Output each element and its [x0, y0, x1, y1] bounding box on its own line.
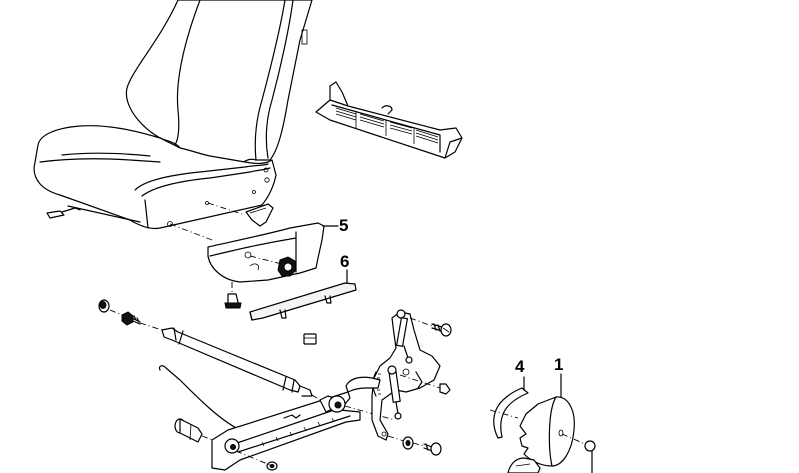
screw [561, 433, 596, 473]
wire-rod [158, 365, 253, 432]
torsion-rod [161, 327, 313, 397]
callout-6: 6 [340, 252, 350, 271]
seat-assembly [33, 0, 313, 241]
bolt [409, 317, 452, 337]
ventilation-grille [315, 81, 463, 159]
cover-ring [489, 387, 529, 439]
small-clip [303, 333, 317, 345]
sleeve-bushing [174, 418, 219, 443]
hex-bolt [121, 311, 141, 326]
cap-nut [98, 299, 110, 313]
washer [387, 435, 414, 450]
lower-cover [507, 457, 541, 473]
recliner-cover [519, 396, 575, 467]
side-trim-cover [207, 222, 325, 283]
callout-4: 4 [515, 357, 525, 376]
gas-strut [387, 309, 413, 420]
seat-rail [211, 391, 361, 471]
adjustment-knob [249, 255, 297, 277]
lever [345, 376, 381, 393]
trim-clip [224, 282, 242, 309]
bolt [412, 442, 442, 456]
recliner-mechanism [371, 311, 441, 441]
bolt [399, 374, 451, 395]
callout-5: 5 [339, 216, 349, 235]
callout-1: 1 [554, 355, 564, 374]
trim-strip [249, 282, 357, 321]
